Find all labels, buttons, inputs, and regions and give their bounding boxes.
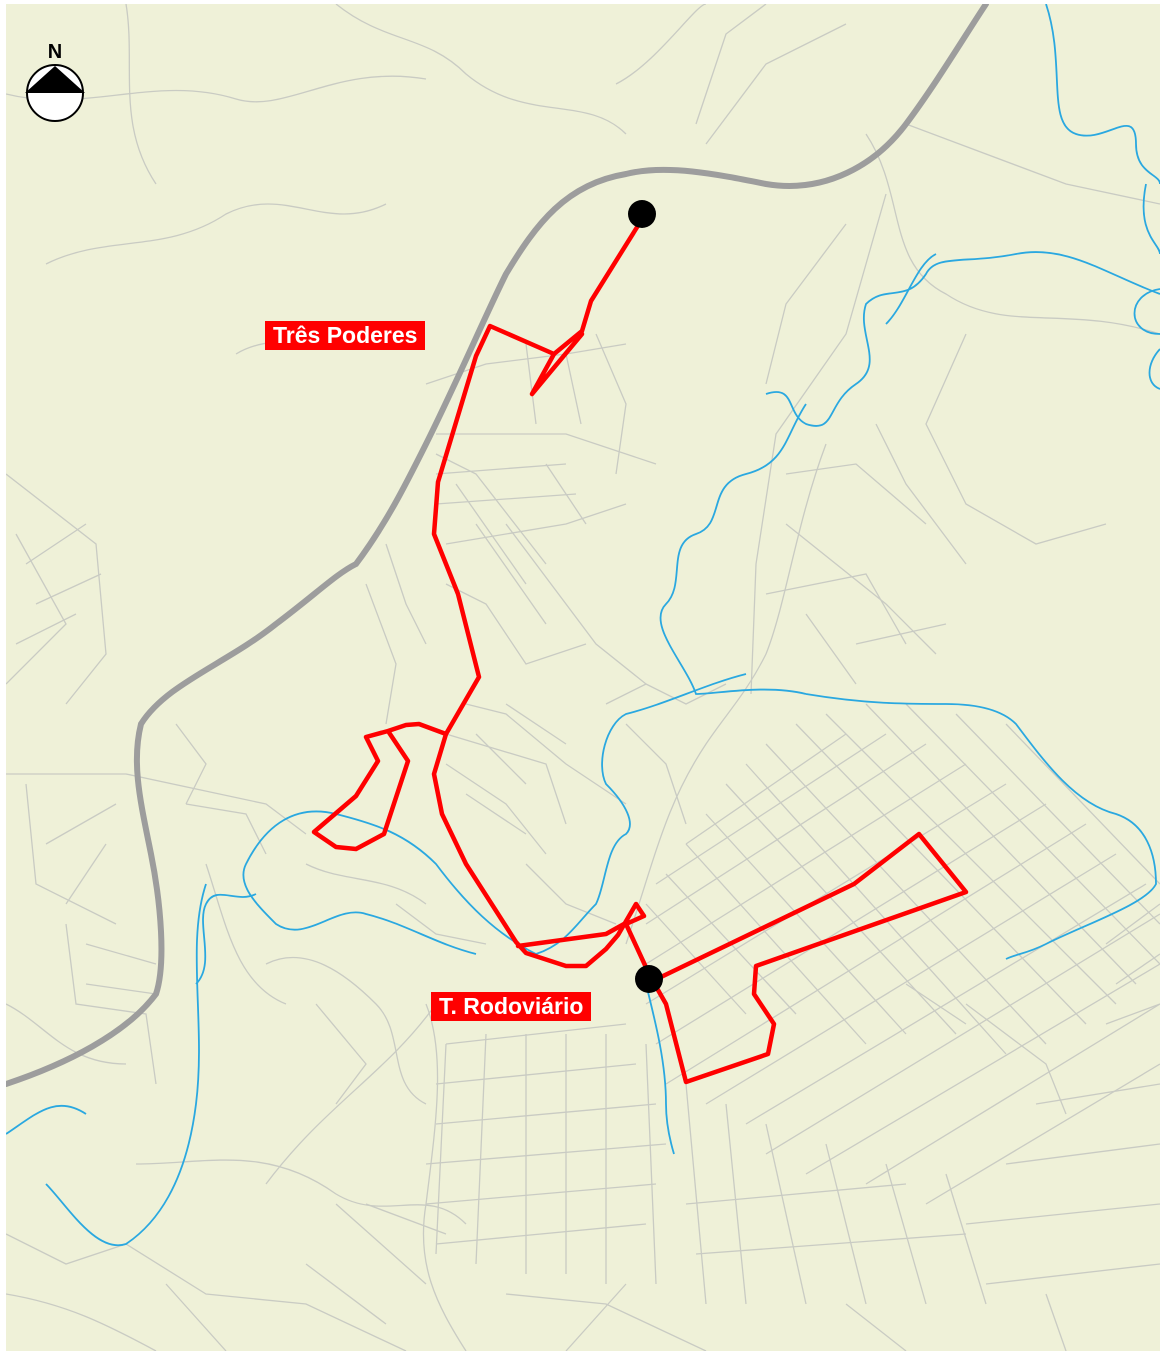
river-network: [6, 4, 1160, 1247]
highway: [6, 4, 989, 1087]
street-network: [6, 4, 1160, 1351]
north-arrow-icon: N: [25, 41, 85, 122]
place-label-tres-poderes: Três Poderes: [265, 321, 426, 350]
bus-stop-terminal[interactable]: [635, 965, 663, 993]
map-layers: [6, 4, 1160, 1351]
bus-stops: [628, 200, 663, 993]
place-label-terminal-rodoviario: T. Rodoviário: [431, 992, 592, 1021]
bus-route-line: [311, 213, 969, 1085]
map-canvas[interactable]: Três Poderes T. Rodoviário N: [6, 4, 1160, 1351]
bus-stop-tres-poderes[interactable]: [628, 200, 656, 228]
north-label: N: [48, 41, 62, 63]
